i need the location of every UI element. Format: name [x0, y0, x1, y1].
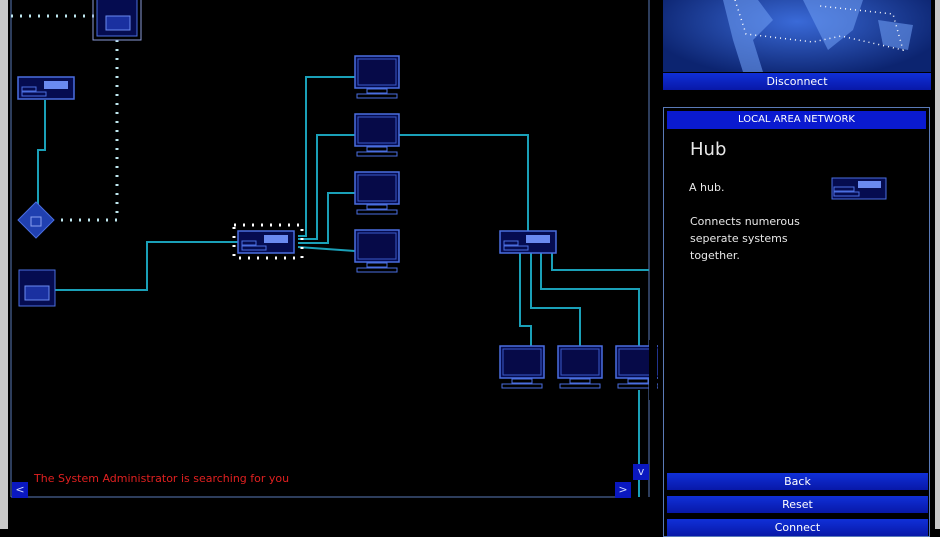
- hub-node-2: [499, 230, 557, 254]
- back-button[interactable]: Back: [667, 473, 928, 490]
- status-message: The System Administrator is searching fo…: [34, 472, 290, 485]
- computer-node: [499, 345, 545, 389]
- connect-button[interactable]: Connect: [667, 519, 928, 536]
- scroll-down-button[interactable]: v: [633, 464, 649, 480]
- computer-node: [354, 171, 400, 215]
- node-description: Connects numerous seperate systems toget…: [690, 215, 800, 262]
- computer-node: [354, 229, 400, 273]
- window-edge-left: [0, 0, 8, 529]
- selected-node-marker: [232, 223, 304, 260]
- hub-node: [17, 76, 75, 100]
- node-short-desc: A hub.: [689, 181, 725, 194]
- world-map: [663, 0, 931, 72]
- gateway-node: [92, 0, 142, 41]
- computer-node: [557, 345, 603, 389]
- panel-title: LOCAL AREA NETWORK: [667, 111, 926, 129]
- lock-node: [17, 201, 55, 239]
- scroll-left-button[interactable]: <: [12, 482, 28, 498]
- computer-node: [354, 113, 400, 157]
- router-node: [18, 269, 56, 307]
- lan-panel: LOCAL AREA NETWORK Hub A hub. Connects n…: [663, 107, 930, 537]
- hub-icon: [831, 177, 887, 200]
- disconnect-button[interactable]: Disconnect: [663, 73, 931, 90]
- node-name: Hub: [690, 139, 727, 160]
- reset-button[interactable]: Reset: [667, 496, 928, 513]
- scroll-right-button[interactable]: >: [615, 482, 631, 498]
- selected-hub-node: [237, 230, 295, 254]
- window-edge-right: [935, 0, 940, 529]
- computer-node: [354, 55, 400, 99]
- network-map: [10, 0, 658, 498]
